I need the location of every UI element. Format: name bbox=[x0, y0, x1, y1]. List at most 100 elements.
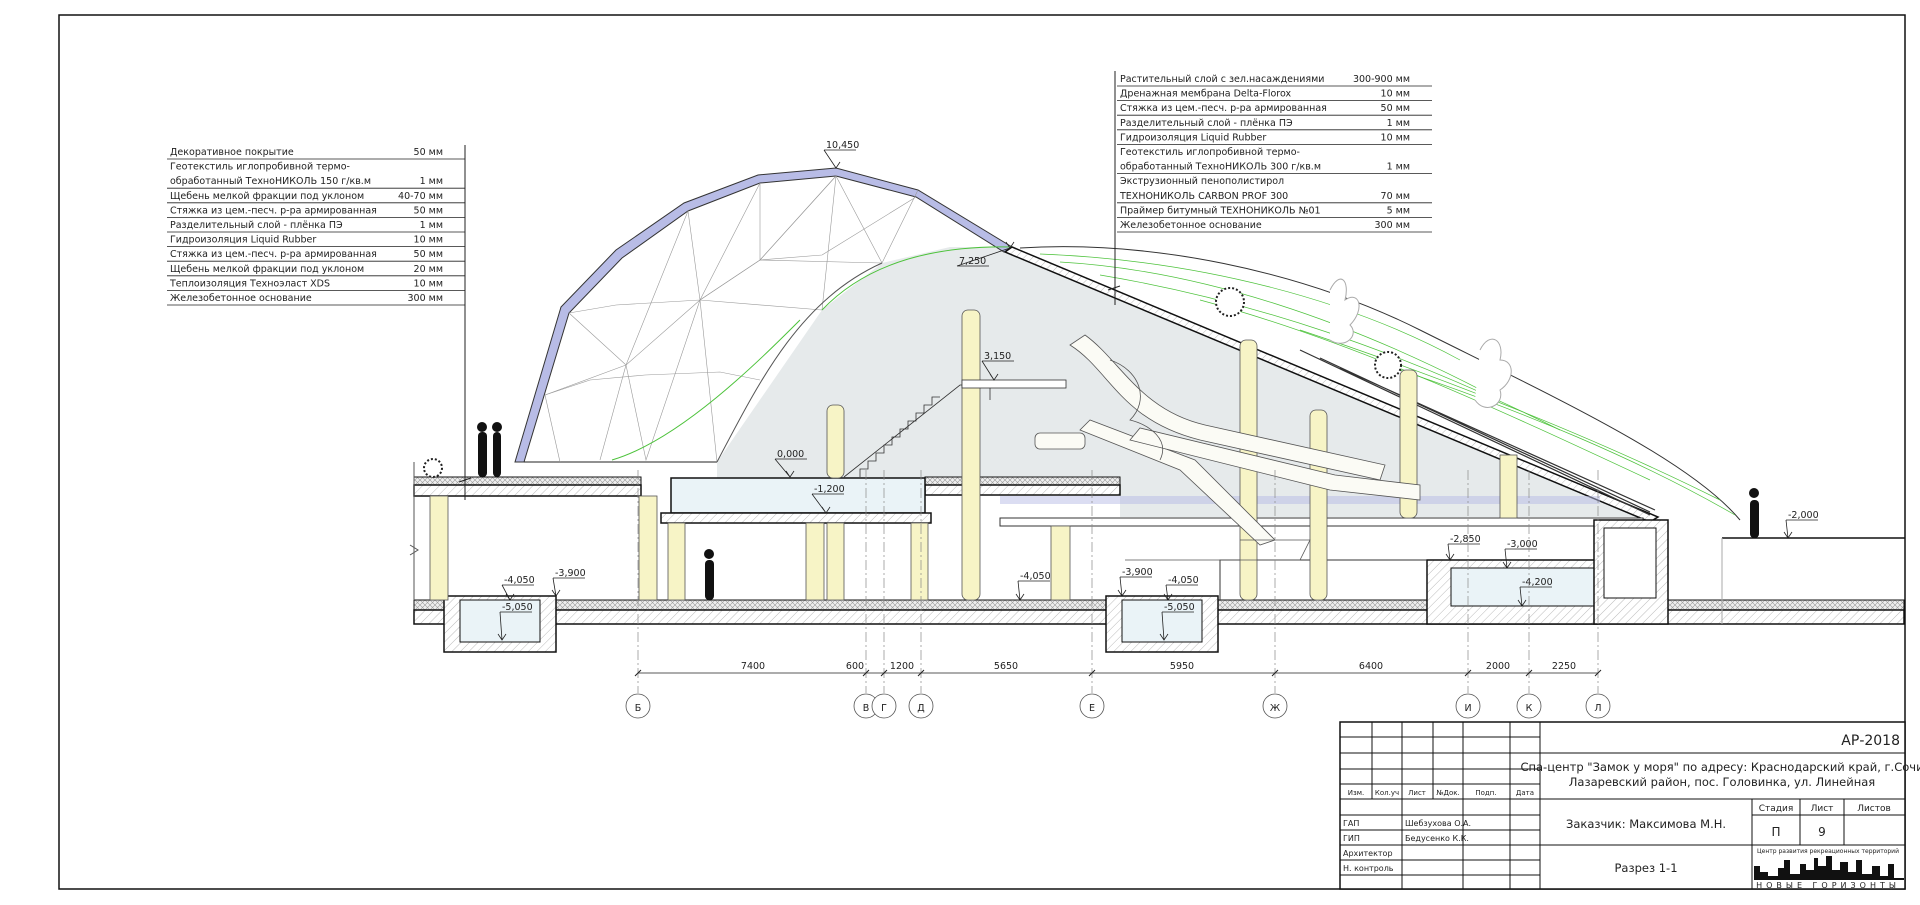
name-gap: Шебзухова О.А. bbox=[1405, 819, 1471, 828]
header-date: Дата bbox=[1516, 789, 1534, 797]
svg-text:-2,000: -2,000 bbox=[1788, 510, 1819, 521]
axis-marker: Ж bbox=[1262, 470, 1288, 719]
shrub-icon bbox=[423, 458, 443, 478]
project-code: АР-2018 bbox=[1841, 733, 1900, 749]
tree-icon bbox=[1215, 287, 1245, 317]
dimension-value: 5950 bbox=[1170, 661, 1194, 672]
people-silhouettes bbox=[477, 422, 1759, 600]
water-slides bbox=[1034, 334, 1421, 561]
role-gip: ГИП bbox=[1343, 834, 1360, 843]
name-gip: Бедусенко К.К. bbox=[1405, 834, 1469, 843]
left-legend-layer: Гидроизоляция Liquid Rubber bbox=[170, 235, 316, 246]
left-legend-thickness: 1 мм bbox=[420, 220, 443, 231]
right-legend-layer: Железобетонное основание bbox=[1120, 220, 1262, 231]
right-legend-layer: Дренажная мембрана Delta-Florox bbox=[1120, 89, 1292, 100]
axis-marker: Е bbox=[1079, 470, 1105, 719]
axis-marker: Л bbox=[1585, 470, 1611, 719]
svg-text:Ж: Ж bbox=[1270, 703, 1281, 714]
left-layer-legend: Декоративное покрытие 50 мм Геотекстиль иг… bbox=[167, 147, 465, 306]
svg-text:3,150: 3,150 bbox=[984, 351, 1011, 362]
left-legend-layer: Геотекстиль иглопробивной термо- bbox=[170, 162, 350, 173]
stage-value: П bbox=[1771, 825, 1780, 839]
slabs bbox=[409, 462, 1905, 653]
elevation-mark: -4,050 bbox=[501, 575, 535, 601]
left-legend-layer: Железобетонное основание bbox=[170, 293, 312, 304]
elevation-mark: -1,200 bbox=[811, 484, 845, 514]
svg-text:-4,050: -4,050 bbox=[504, 575, 535, 586]
elevation-mark: -3,900 bbox=[551, 568, 586, 597]
dimension-value: 2250 bbox=[1552, 661, 1576, 672]
right-legend-layer: Экструзионный пенополистирол bbox=[1120, 176, 1284, 187]
left-legend-thickness: 300 мм bbox=[408, 293, 444, 304]
sheets-header: Листов bbox=[1857, 804, 1891, 814]
left-legend-thickness: 40-70 мм bbox=[398, 191, 443, 202]
elevation-mark: -4,050 bbox=[1163, 575, 1199, 601]
elevation-mark: -3,000 bbox=[1502, 539, 1538, 569]
left-legend-layer: Декоративное покрытие bbox=[170, 147, 294, 158]
header-list: Лист bbox=[1408, 789, 1426, 797]
right-legend-thickness: 5 мм bbox=[1387, 205, 1410, 216]
svg-text:Б: Б bbox=[635, 703, 642, 714]
svg-text:-3,900: -3,900 bbox=[1122, 567, 1153, 578]
left-legend-layer: Теплоизоляция Техноэласт XDS bbox=[169, 278, 330, 289]
left-legend-thickness: 10 мм bbox=[414, 235, 443, 246]
right-legend-layer: Растительный слой с зел.насаждениями bbox=[1120, 74, 1324, 85]
elevation-mark: 0,000 bbox=[774, 449, 807, 478]
right-legend-layer: Гидроизоляция Liquid Rubber bbox=[1120, 132, 1266, 143]
svg-text:-3,900: -3,900 bbox=[555, 568, 586, 579]
header-izm: Изм. bbox=[1348, 789, 1364, 797]
geodesic-dome bbox=[514, 167, 1013, 463]
header-doc: №Док. bbox=[1436, 789, 1460, 797]
svg-text:Д: Д bbox=[917, 703, 924, 714]
sheet-title: Разрез 1-1 bbox=[1614, 861, 1677, 875]
svg-text:Центр развития рекреационных т: Центр развития рекреационных территорий bbox=[1757, 848, 1899, 855]
svg-text:-5,050: -5,050 bbox=[502, 602, 533, 613]
elevation-mark: 7,250 bbox=[956, 241, 1015, 267]
right-legend-thickness: 300-900 мм bbox=[1353, 74, 1410, 85]
svg-text:-4,200: -4,200 bbox=[1522, 577, 1553, 588]
svg-text:7,250: 7,250 bbox=[959, 256, 986, 267]
left-legend-thickness: 1 мм bbox=[420, 176, 443, 187]
left-legend-layer: Разделительный слой - плёнка ПЭ bbox=[170, 220, 343, 231]
right-legend-thickness: 300 мм bbox=[1375, 220, 1411, 231]
role-architect: Архитектор bbox=[1343, 849, 1393, 858]
green-roof bbox=[1003, 246, 1741, 523]
elevation-mark: 3,150 bbox=[981, 351, 1014, 381]
right-legend-thickness: 70 мм bbox=[1381, 191, 1410, 202]
header-sign: Подп. bbox=[1475, 789, 1496, 797]
axis-marker: Г bbox=[871, 470, 897, 719]
pool-upper bbox=[670, 477, 926, 514]
columns bbox=[429, 309, 1518, 601]
svg-text:К: К bbox=[1526, 703, 1533, 714]
role-gap: ГАП bbox=[1343, 819, 1359, 828]
svg-text:И: И bbox=[1464, 703, 1471, 714]
right-legend-layer: Разделительный слой - плёнка ПЭ bbox=[1120, 118, 1293, 129]
svg-text:НОВЫЕ ГОРИЗОНТЫ: НОВЫЕ ГОРИЗОНТЫ bbox=[1756, 881, 1900, 890]
right-legend-thickness: 10 мм bbox=[1381, 132, 1410, 143]
elevation-marks: 10,4507,2503,1500,000-1,200-4,050-3,900-… bbox=[497, 140, 1819, 641]
interior-space bbox=[717, 247, 1658, 517]
svg-text:Л: Л bbox=[1594, 703, 1601, 714]
tree-icon bbox=[1374, 351, 1402, 379]
left-legend-layer: Щебень мелкой фракции под уклоном bbox=[170, 191, 364, 202]
right-legend-thickness: 10 мм bbox=[1381, 89, 1410, 100]
left-legend-layer: обработанный ТехноНИКОЛЬ 150 г/кв.м bbox=[170, 176, 371, 187]
svg-text:0,000: 0,000 bbox=[777, 449, 804, 460]
stairs bbox=[843, 379, 1067, 478]
right-legend-layer: обработанный ТехноНИКОЛЬ 300 г/кв.м bbox=[1120, 162, 1321, 173]
svg-text:-5,050: -5,050 bbox=[1164, 602, 1195, 613]
project-title-line-1: Спа-центр "Замок у моря" по адресу: Крас… bbox=[1520, 760, 1920, 774]
svg-text:Г: Г bbox=[881, 703, 887, 714]
svg-text:-1,200: -1,200 bbox=[814, 484, 845, 495]
right-legend-thickness: 1 мм bbox=[1387, 118, 1410, 129]
project-title-line-2: Лазаревский район, пос. Головинка, ул. Л… bbox=[1569, 775, 1875, 789]
left-legend-thickness: 20 мм bbox=[414, 264, 443, 275]
svg-text:10,450: 10,450 bbox=[826, 140, 859, 151]
dimension-value: 600 bbox=[846, 661, 864, 672]
elevation-mark: -3,900 bbox=[1117, 567, 1153, 597]
stage-header: Стадия bbox=[1759, 804, 1794, 814]
left-legend-thickness: 50 мм bbox=[414, 249, 443, 260]
